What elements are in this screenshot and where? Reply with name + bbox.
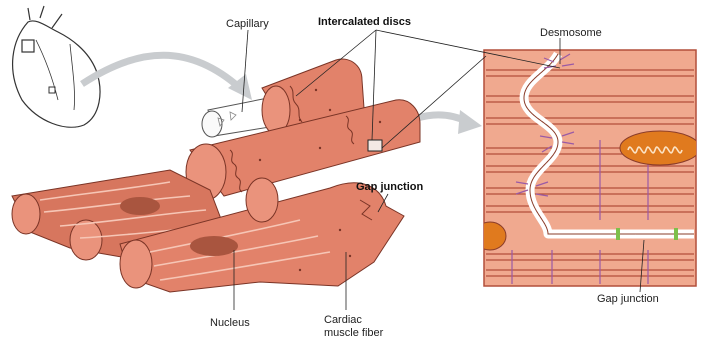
- gap-junction-marker: [674, 228, 678, 240]
- label-gap-junction-inset: Gap junction: [597, 293, 659, 305]
- label-nucleus: Nucleus: [210, 317, 250, 329]
- label-cardiac: Cardiac: [324, 314, 362, 326]
- label-desmosome: Desmosome: [540, 27, 602, 39]
- label-capillary: Capillary: [226, 18, 269, 30]
- zoom-arrow-2-head: [458, 110, 482, 134]
- mitochondrion: [620, 131, 700, 165]
- mitochondrion-partial: [474, 222, 506, 250]
- label-intercalated-discs: Intercalated discs: [318, 16, 411, 28]
- gap-junction-marker: [616, 228, 620, 240]
- heart-icon: [13, 6, 100, 127]
- label-muscle-fiber: muscle fiber: [324, 327, 383, 339]
- zoom-inset: [474, 50, 700, 286]
- zoom-arrow-1: [82, 55, 240, 88]
- label-gap-junction: Gap junction: [356, 181, 423, 193]
